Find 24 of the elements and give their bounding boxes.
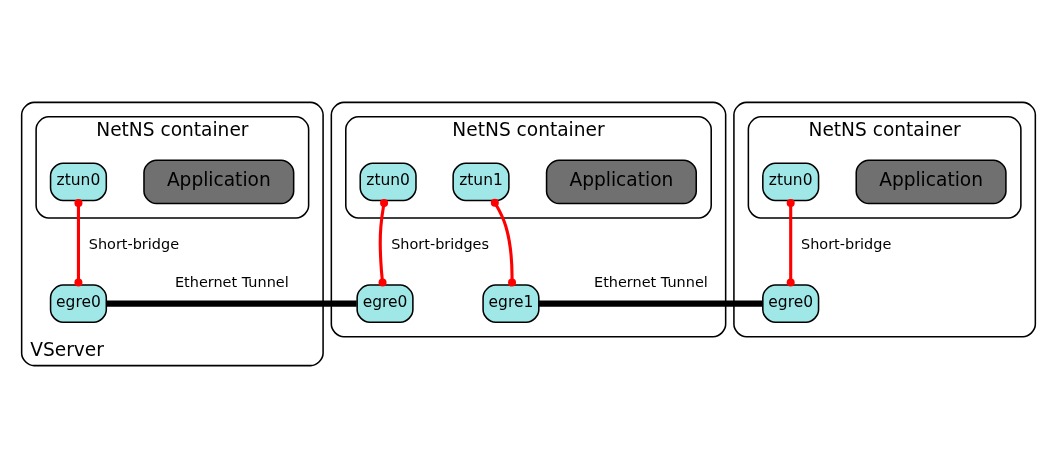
node-box: Application <box>545 159 697 205</box>
edge-label: Ethernet Tunnel <box>594 273 708 290</box>
node-box: Application <box>143 159 295 205</box>
connector <box>106 300 357 307</box>
connector <box>74 199 83 287</box>
cluster <box>733 101 1037 338</box>
node-box: ztun0 <box>49 162 108 202</box>
node-box: egre0 <box>762 284 820 324</box>
node-box: egre0 <box>49 284 108 324</box>
connector <box>539 300 763 307</box>
edge-label: Ethernet Tunnel <box>174 273 289 290</box>
node-box: egre1 <box>482 284 540 324</box>
node-box: Application <box>855 159 1007 205</box>
node-box: ztun0 <box>762 162 820 202</box>
cluster <box>330 101 727 338</box>
node-box: ztun1 <box>452 162 510 202</box>
node-box: ztun0 <box>359 162 417 202</box>
connector <box>490 198 517 287</box>
edge-label: Short-bridges <box>391 235 490 252</box>
edge-label: Short-bridge <box>801 235 892 252</box>
connector <box>378 198 389 287</box>
node-box: egre0 <box>356 284 414 324</box>
edge-label: Short-bridge <box>88 235 180 252</box>
connector <box>786 199 795 287</box>
